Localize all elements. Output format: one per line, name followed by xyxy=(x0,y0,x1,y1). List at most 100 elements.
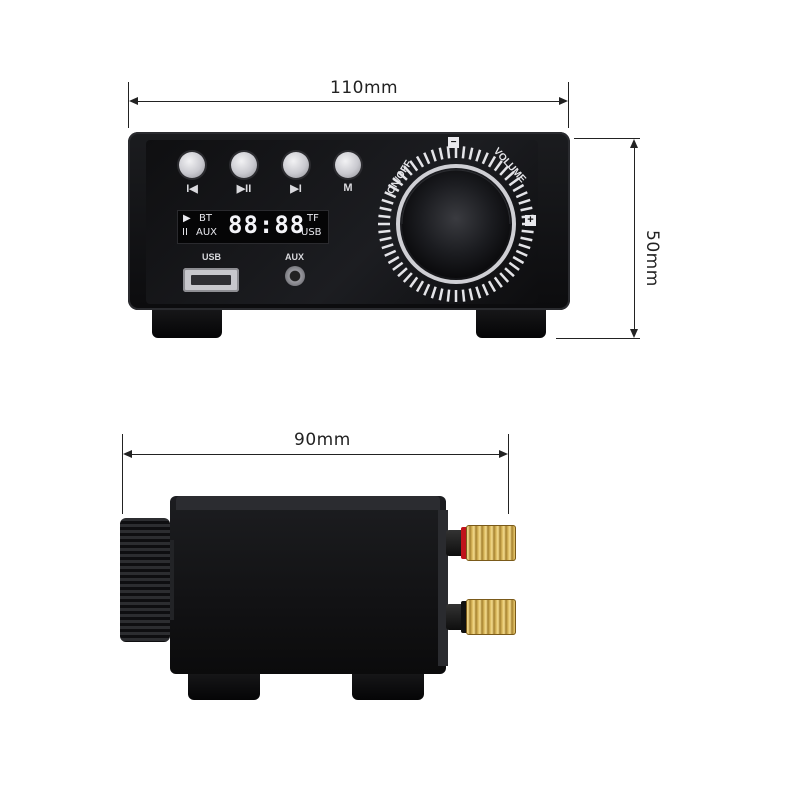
knob-tick xyxy=(402,272,413,283)
knob-tick xyxy=(409,160,419,172)
display-tf-label: TF xyxy=(307,213,319,224)
speaker-terminal-black-ring xyxy=(461,601,469,633)
display-play-indicator: ▶ xyxy=(183,213,191,224)
knob-tick xyxy=(384,249,397,257)
depth-dim-label: 90mm xyxy=(294,430,351,450)
mode-icon: M xyxy=(343,182,353,194)
knob-tick xyxy=(402,165,413,176)
knob-tick xyxy=(515,191,528,199)
knob-tick xyxy=(520,236,533,242)
knob-tick xyxy=(468,288,474,301)
knob-tick xyxy=(487,280,497,293)
width-dim-left-tick xyxy=(128,82,129,128)
knob-tick xyxy=(504,267,515,278)
speaker-terminal-black[interactable] xyxy=(466,599,516,635)
depth-dim-arrow-right xyxy=(499,450,508,458)
depth-dim-arrow-left xyxy=(123,450,132,458)
knob-tick xyxy=(493,160,503,172)
knob-tick xyxy=(409,276,419,288)
knob-tick xyxy=(438,147,444,160)
height-dim-label: 50mm xyxy=(642,230,662,287)
knob-tick xyxy=(378,214,391,219)
knob-tick xyxy=(461,146,466,159)
display-aux-label: AUX xyxy=(196,227,218,238)
knob-tick xyxy=(423,283,431,296)
knob-tick xyxy=(387,183,400,193)
amplifier-side-top-edge xyxy=(176,496,440,510)
knob-tick xyxy=(387,255,400,265)
knob-tick xyxy=(481,283,489,296)
knob-tick xyxy=(381,198,394,205)
amplifier-side-body xyxy=(170,496,446,674)
knob-tick xyxy=(508,261,520,271)
knob-tick xyxy=(499,165,510,176)
knob-tick xyxy=(520,206,533,212)
previous-icon: I◀ xyxy=(186,183,198,195)
width-dim-arrow-left xyxy=(129,97,138,105)
display-time: 88:88 xyxy=(228,211,306,239)
usb-port-label: USB xyxy=(202,252,222,262)
next-button[interactable] xyxy=(283,152,309,178)
height-dim-line xyxy=(634,142,635,334)
knob-tick xyxy=(438,288,444,301)
play-pause-icon: ▶II xyxy=(236,183,252,195)
knob-tick xyxy=(430,149,437,162)
knob-tick xyxy=(379,236,392,242)
depth-dim-left-tick xyxy=(122,434,123,514)
knob-tick xyxy=(415,280,425,293)
display-usb-label: USB xyxy=(301,227,322,238)
knob-tick xyxy=(487,155,497,168)
volume-knob-side[interactable] xyxy=(120,518,170,642)
depth-dim-line xyxy=(126,454,504,455)
front-view: 110mm 50mm I◀ ▶II ▶I M ▶ BT II AUX 88:88… xyxy=(0,0,800,360)
knob-tick xyxy=(493,276,503,288)
height-dim-arrow-top xyxy=(630,139,638,148)
knob-tick xyxy=(415,155,425,168)
knob-tick xyxy=(504,170,515,181)
led-display xyxy=(177,210,329,244)
knob-tick xyxy=(384,191,397,199)
usb-port[interactable] xyxy=(183,268,239,292)
aux-port[interactable] xyxy=(285,266,305,286)
knob-tick xyxy=(446,146,451,159)
volume-knob[interactable] xyxy=(366,134,546,314)
height-dim-bottom-tick xyxy=(556,338,640,339)
knob-tick xyxy=(461,289,466,302)
knob-tick xyxy=(475,286,482,299)
knob-tick xyxy=(397,170,408,181)
knob-tick xyxy=(392,261,404,271)
mode-button[interactable] xyxy=(335,152,361,178)
knob-tick xyxy=(518,198,531,205)
knob-tick xyxy=(423,152,431,165)
usb-port-slot xyxy=(191,275,231,285)
side-view: 90mm xyxy=(0,400,800,800)
knob-tick xyxy=(481,152,489,165)
display-bt-label: BT xyxy=(199,213,212,224)
knob-tick xyxy=(512,255,525,265)
next-icon: ▶I xyxy=(290,183,302,195)
knob-tick xyxy=(508,177,520,187)
knob-tick xyxy=(512,183,525,193)
knob-tick xyxy=(518,243,531,250)
knob-plus-label: + xyxy=(525,215,536,226)
speaker-terminal-red[interactable] xyxy=(466,525,516,561)
knob-tick xyxy=(446,289,451,302)
amplifier-back-plate xyxy=(438,510,448,666)
width-dim-label: 110mm xyxy=(330,78,399,98)
knob-tick xyxy=(430,286,437,299)
knob-tick xyxy=(379,206,392,212)
knob-tick xyxy=(468,147,474,160)
knob-tick xyxy=(515,249,528,257)
width-dim-line xyxy=(132,101,564,102)
knob-tick xyxy=(475,149,482,162)
previous-button[interactable] xyxy=(179,152,205,178)
knob-minus-label: − xyxy=(448,137,459,148)
depth-dim-right-tick xyxy=(508,434,509,514)
display-pause-indicator: II xyxy=(182,227,188,238)
speaker-terminal-red-ring xyxy=(461,527,469,559)
height-dim-arrow-bottom xyxy=(630,329,638,338)
knob-tick xyxy=(397,267,408,278)
knob-tick xyxy=(381,243,394,250)
play-pause-button[interactable] xyxy=(231,152,257,178)
width-dim-arrow-right xyxy=(559,97,568,105)
